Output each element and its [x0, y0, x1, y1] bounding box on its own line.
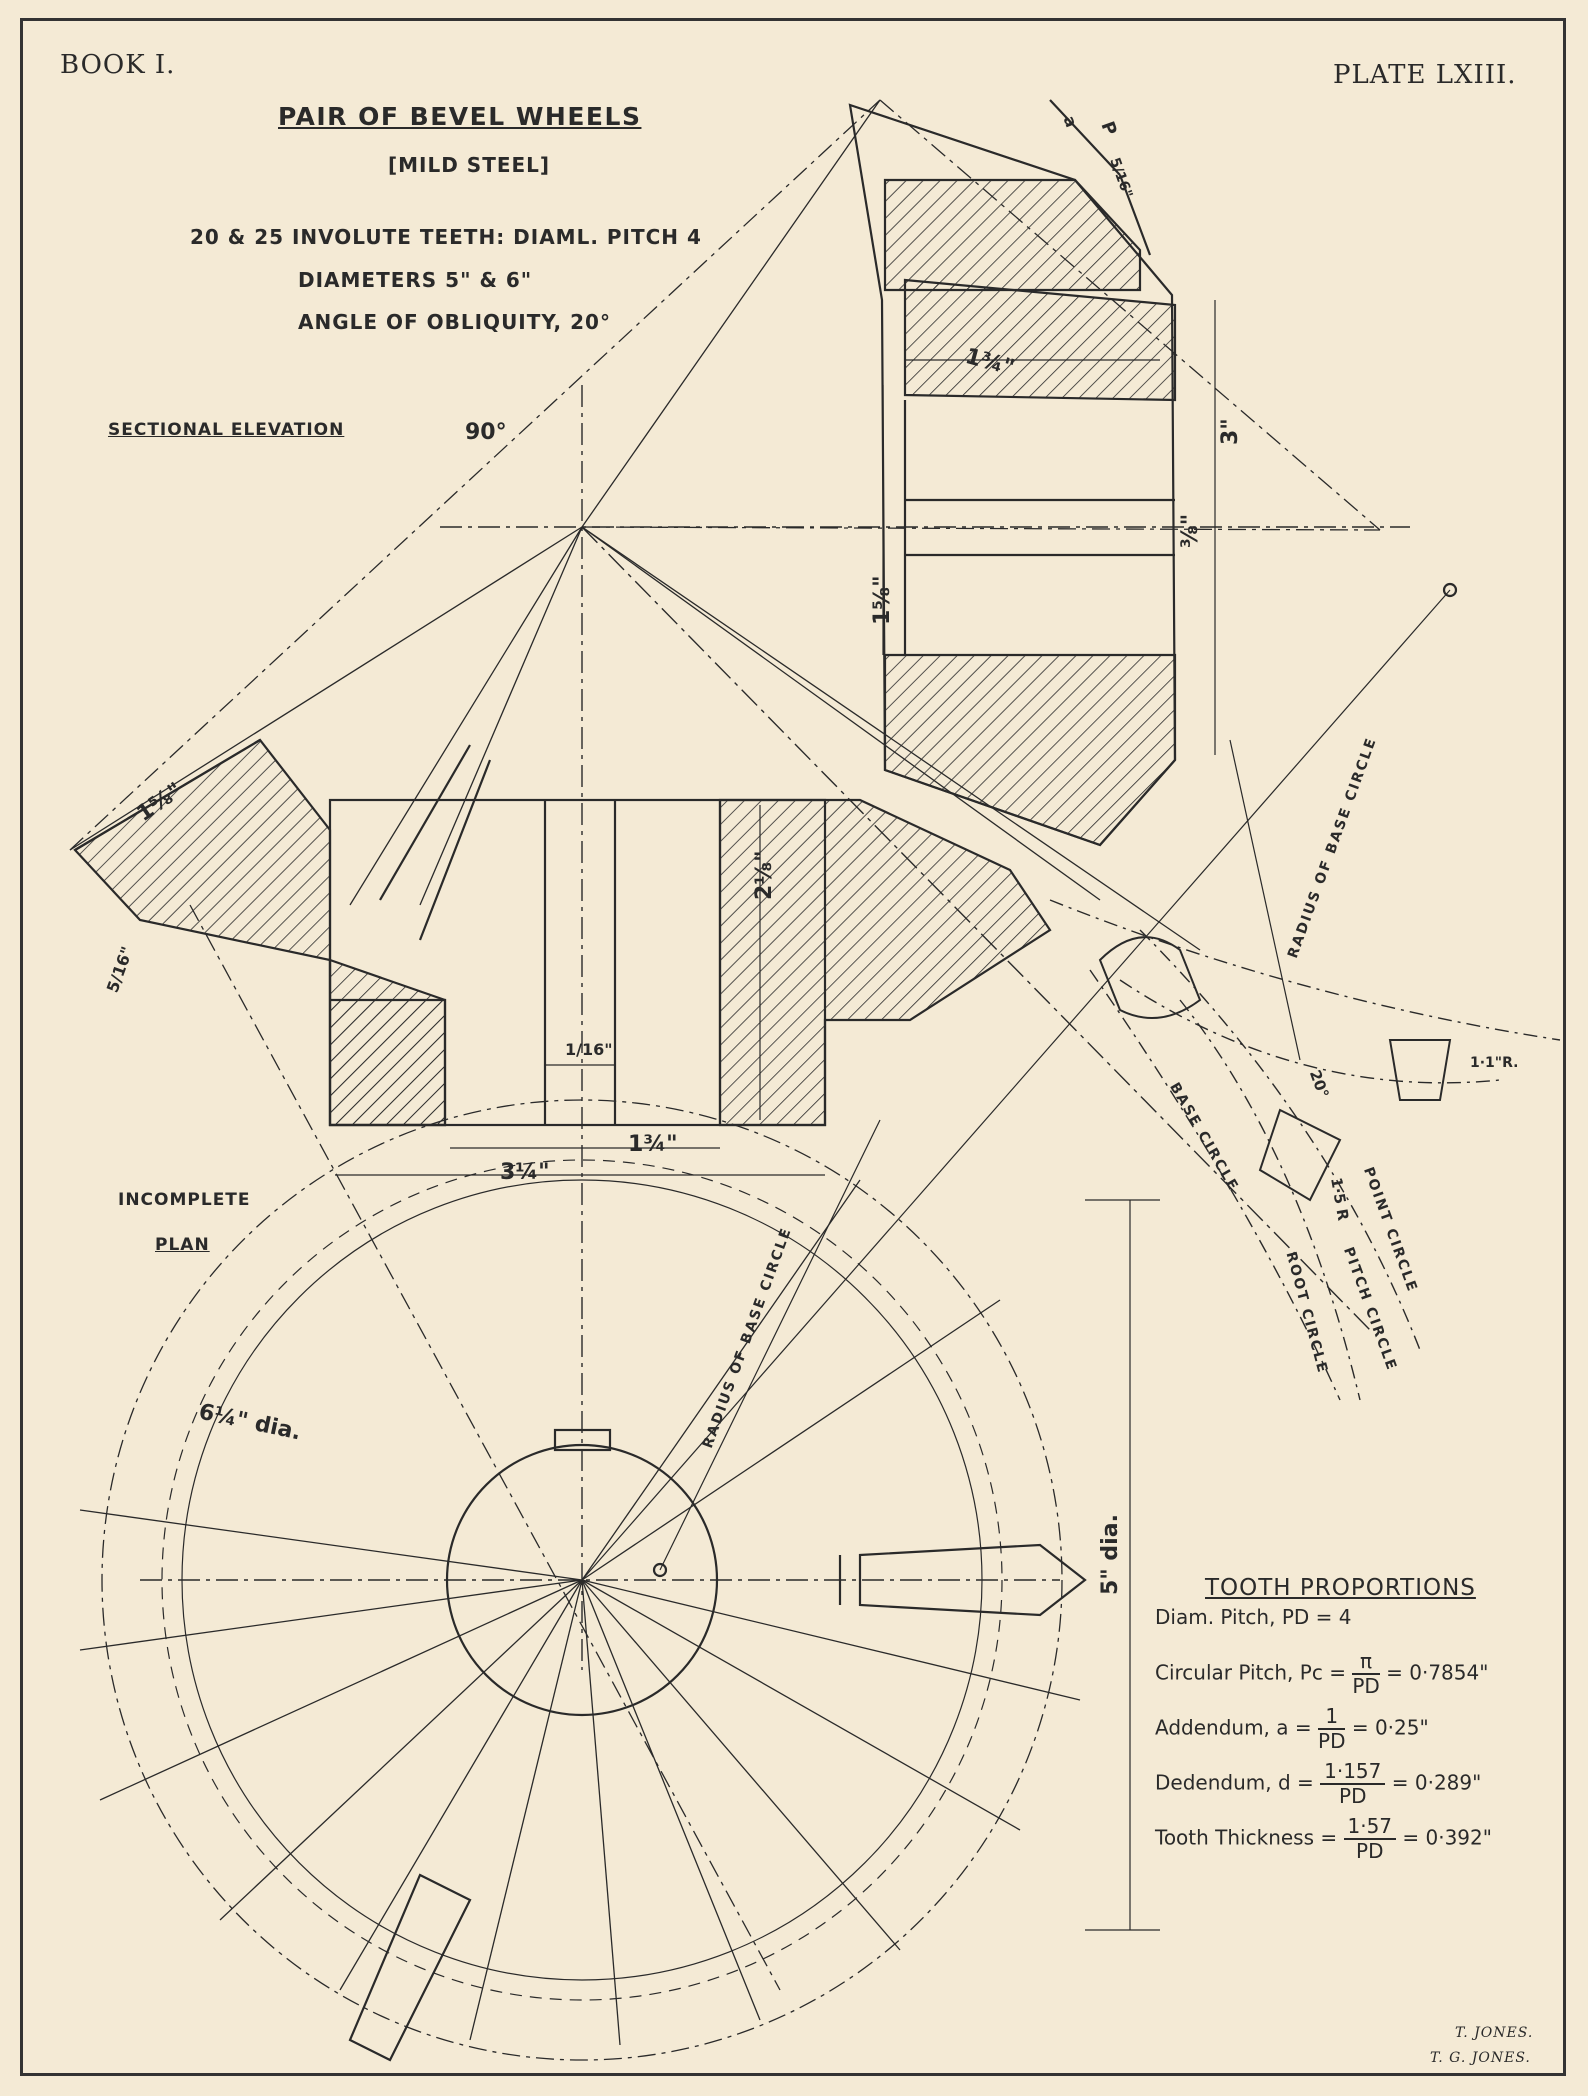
plate-label: PLATE LXIII. [1333, 60, 1517, 90]
tooth-row-value: = 0·7854" [1379, 1660, 1489, 1685]
radius-line-upper [1229, 739, 1301, 1061]
tooth-row-lhs: PD = 4 [1281, 1605, 1352, 1629]
tooth-row-label: Dedendum, [1155, 1770, 1278, 1795]
tooth-row-value: = 0·289" [1385, 1770, 1482, 1795]
dim-5-dia: 5" dia. [1098, 1514, 1123, 1595]
dim-3q: 3¼" [500, 1160, 550, 1185]
book-label: BOOK I. [60, 50, 176, 80]
pitch-cone-lines [69, 99, 1381, 1991]
diameters-spec: DIAMETERS 5" & 6" [298, 268, 533, 292]
dim-1-16: 1/16" [565, 1040, 613, 1059]
signature-line-2: T. G. JONES. [1430, 2050, 1531, 2066]
tooth-row-value: = 0·392" [1396, 1825, 1492, 1850]
tooth-row: Diam. Pitch, PD = 4 [1155, 1605, 1352, 1629]
drawing-title: PAIR OF BEVEL WHEELS [278, 102, 642, 131]
lower-wheel-section [73, 738, 1052, 1127]
tooth-row-label: Tooth Thickness = [1155, 1825, 1344, 1850]
tooth-proportions-title: TOOTH PROPORTIONS [1205, 1575, 1476, 1601]
plan-teeth [348, 1543, 1087, 2062]
dim-1-1-r: 1·1"R. [1470, 1055, 1519, 1071]
incomplete-label: INCOMPLETE [118, 1190, 251, 1210]
obliquity-spec: ANGLE OF OBLIQUITY, 20° [298, 310, 611, 334]
dim-3-8: ⅜" [1178, 513, 1203, 548]
dim-1-5-8-mid: 1⅝" [870, 575, 895, 625]
tooth-detail-arcs [1049, 899, 1561, 1401]
teeth-spec: 20 & 25 INVOLUTE TEETH: DIAML. PITCH 4 [190, 225, 702, 249]
construction-line [581, 589, 1451, 1581]
signature-line-1: T. JONES. [1455, 2025, 1534, 2041]
plate-border [20, 18, 1566, 2076]
plan-label: PLAN [155, 1235, 210, 1255]
tooth-row-label: Diam. Pitch, [1155, 1605, 1282, 1629]
tooth-row-value: = 0·25" [1345, 1715, 1429, 1740]
dim-1-3-4: 1¾" [628, 1132, 678, 1157]
plan-circles [101, 582, 1458, 2061]
material-label: [MILD STEEL] [388, 153, 551, 177]
tooth-row-lhs: a = [1276, 1715, 1319, 1740]
dimension-lines [335, 300, 1216, 1931]
tooth-row-label: Circular Pitch, Pc = [1155, 1660, 1353, 1685]
sectional-elevation-label: SECTIONAL ELEVATION [108, 420, 345, 440]
radius-line-lower [659, 1119, 881, 1571]
upper-wheel-section [848, 99, 1177, 847]
tooth-profiles [1098, 936, 1452, 1202]
angle-90: 90° [465, 420, 507, 445]
plan-radials [79, 1179, 1081, 2046]
dim-3: 3" [1218, 418, 1243, 445]
tooth-row-label: Addendum, [1155, 1715, 1277, 1740]
dim-2-1-8: 2⅛" [752, 850, 777, 900]
tooth-row-lhs: d = [1277, 1770, 1321, 1795]
